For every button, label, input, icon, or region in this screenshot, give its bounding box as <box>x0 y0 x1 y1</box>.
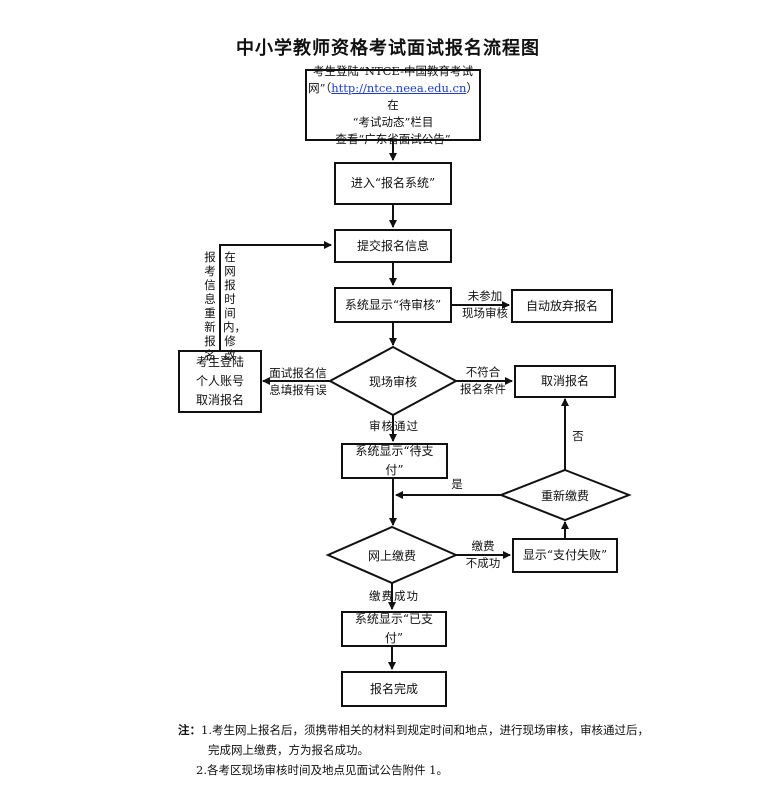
info-error-label: 面试报名信 息填报有误 <box>266 365 330 399</box>
rereg-vertical-label: 报考信息重新报名 <box>204 250 216 362</box>
pending-pay-label: 系统显示“待支付” <box>355 444 434 477</box>
done-box: 报名完成 <box>341 671 447 707</box>
no-label: 否 <box>572 429 584 443</box>
cancel-label: 取消报名 <box>540 374 589 388</box>
review-pass-label: 审核通过 <box>369 419 419 433</box>
note-prefix: 注： <box>178 723 201 737</box>
pay-failed-label: 显示“支付失败” <box>522 548 608 562</box>
cancel-account-line-3: 取消报名 <box>195 393 244 407</box>
not-qualified-line-2: 报名条件 <box>460 382 506 396</box>
ntce-link[interactable]: http://ntce.neea.edu.cn <box>331 80 467 95</box>
submit-info-box: 提交报名信息 <box>334 229 452 263</box>
cancel-box: 取消报名 <box>514 365 616 398</box>
login-line-1: 考生登陆“NTCE-中国教育考试 <box>313 63 473 78</box>
pay-fail-label: 缴费 不成功 <box>459 538 507 572</box>
login-line-4: 查看“广东省面试公告” <box>335 131 451 146</box>
info-error-line-2: 息填报有误 <box>269 383 327 397</box>
notes-section: 注：1.考生网上报名后，须携带相关的材料到规定时间和地点，进行现场审核，审核通过… <box>178 720 658 780</box>
note-row-1: 注：1.考生网上报名后，须携带相关的材料到规定时间和地点，进行现场审核，审核通过… <box>178 720 658 740</box>
pending-pay-box: 系统显示“待支付” <box>341 443 448 479</box>
paid-box: 系统显示“已支付” <box>341 611 447 647</box>
cancel-account-box: 考生登陆 个人账号 取消报名 <box>178 350 262 413</box>
login-line-2-pre: 网”（ <box>308 80 332 95</box>
pending-review-box: 系统显示“待审核” <box>334 287 452 323</box>
pay-fail-line-2: 不成功 <box>465 556 501 570</box>
onsite-review-label: 现场审核 <box>368 374 417 389</box>
login-line-2-post: ）在 <box>387 80 478 112</box>
enter-system-box: 进入“报名系统” <box>334 162 452 205</box>
pending-review-label: 系统显示“待审核” <box>344 297 442 312</box>
paid-label: 系统显示“已支付” <box>354 612 434 645</box>
done-label: 报名完成 <box>369 681 418 696</box>
pay-failed-box: 显示“支付失败” <box>512 538 618 573</box>
login-line-3: “考试动态”栏目 <box>352 114 434 129</box>
repay-diamond <box>498 468 632 522</box>
not-qualified-line-1: 不符合 <box>465 365 501 379</box>
yes-label: 是 <box>451 477 463 491</box>
arrow-cancelaccount-to-submit <box>219 241 332 350</box>
cancel-account-line-2: 个人账号 <box>195 374 244 388</box>
not-qualified-label: 不符合 报名条件 <box>455 364 511 398</box>
give-up-label: 自动放弃报名 <box>525 298 598 313</box>
page-title: 中小学教师资格考试面试报名流程图 <box>236 38 540 59</box>
info-error-line-1: 面试报名信 <box>269 366 327 380</box>
enter-system-label: 进入“报名系统” <box>350 176 436 190</box>
not-attend-label: 未参加 现场审核 <box>459 288 511 322</box>
not-attend-line-2: 现场审核 <box>462 306 508 320</box>
pay-fail-line-1: 缴费 <box>471 539 495 553</box>
cancel-account-line-1: 考生登陆 <box>195 355 244 369</box>
login-ntce-box: 考生登陆“NTCE-中国教育考试 网”（http://ntce.neea.edu… <box>305 64 481 146</box>
note-line-1: 1.考生网上报名后，须携带相关的材料到规定时间和地点，进行现场审核，审核通过后， <box>201 723 649 737</box>
note-line-2: 2.各考区现场审核时间及地点见面试公告附件 1。 <box>196 763 448 777</box>
login-line-2: 网”（http://ntce.neea.edu.cn）在 <box>308 80 478 114</box>
repay-label: 重新缴费 <box>540 488 589 503</box>
give-up-box: 自动放弃报名 <box>511 289 613 323</box>
note-line-1b: 完成网上缴费，方为报名成功。 <box>208 743 369 757</box>
online-pay-label: 网上缴费 <box>367 548 416 563</box>
modify-vertical-label: 在网报时间内，修改 <box>223 250 246 362</box>
not-attend-line-1: 未参加 <box>467 289 503 303</box>
pay-success-label: 缴费成功 <box>369 589 419 603</box>
submit-info-label: 提交报名信息 <box>356 238 429 253</box>
